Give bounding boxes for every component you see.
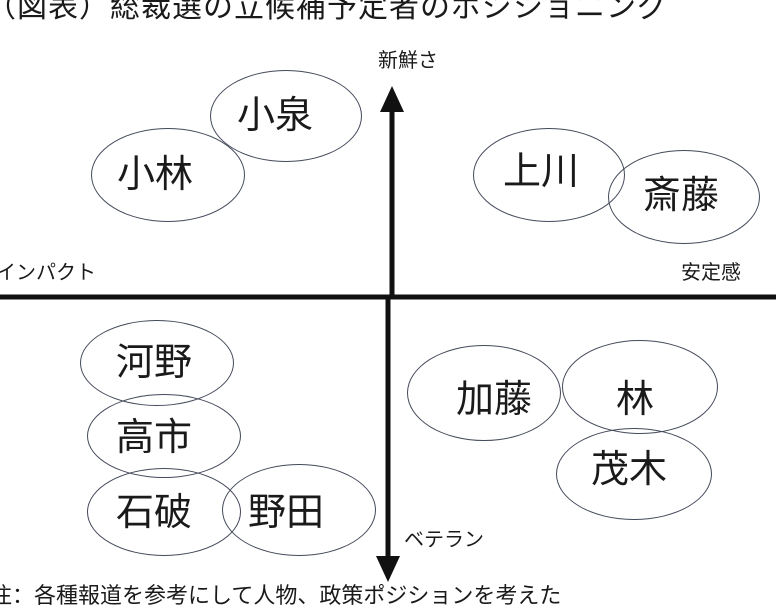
bubble-kobayashi: [91, 128, 245, 222]
label-saito: 斎藤: [643, 173, 720, 217]
label-hayashi: 林: [616, 377, 655, 421]
footnote: 注：各種報道を参考にして人物、政策ポジションを考えた: [0, 584, 562, 609]
down-arrowhead: [376, 556, 400, 582]
label-motegi: 茂木: [591, 447, 668, 491]
diagram-title: （図表）総裁選の立候補予定者のポジショニング: [0, 0, 668, 25]
axis-label-stability: 安定感: [681, 260, 741, 284]
label-kato: 加藤: [456, 377, 533, 421]
bubble-motegi: [556, 428, 712, 520]
label-kobayashi: 小林: [117, 152, 194, 196]
bubble-saito: [608, 150, 760, 244]
up-arrowhead: [380, 86, 404, 112]
label-koizumi: 小泉: [237, 93, 314, 137]
label-takaichi: 高市: [116, 415, 193, 459]
bubble-noda: [222, 464, 376, 556]
bubble-kato: [407, 345, 561, 441]
label-ishiba: 石破: [116, 490, 193, 534]
label-noda: 野田: [248, 490, 325, 534]
axes: [0, 86, 776, 582]
axis-label-impact: インパクト: [0, 260, 96, 284]
axis-label-freshness: 新鮮さ: [378, 48, 438, 72]
bubble-koizumi: [210, 70, 362, 162]
axis-label-veteran: ベテラン: [404, 527, 484, 551]
label-kono: 河野: [116, 340, 193, 384]
label-kamikawa: 上川: [503, 149, 580, 193]
